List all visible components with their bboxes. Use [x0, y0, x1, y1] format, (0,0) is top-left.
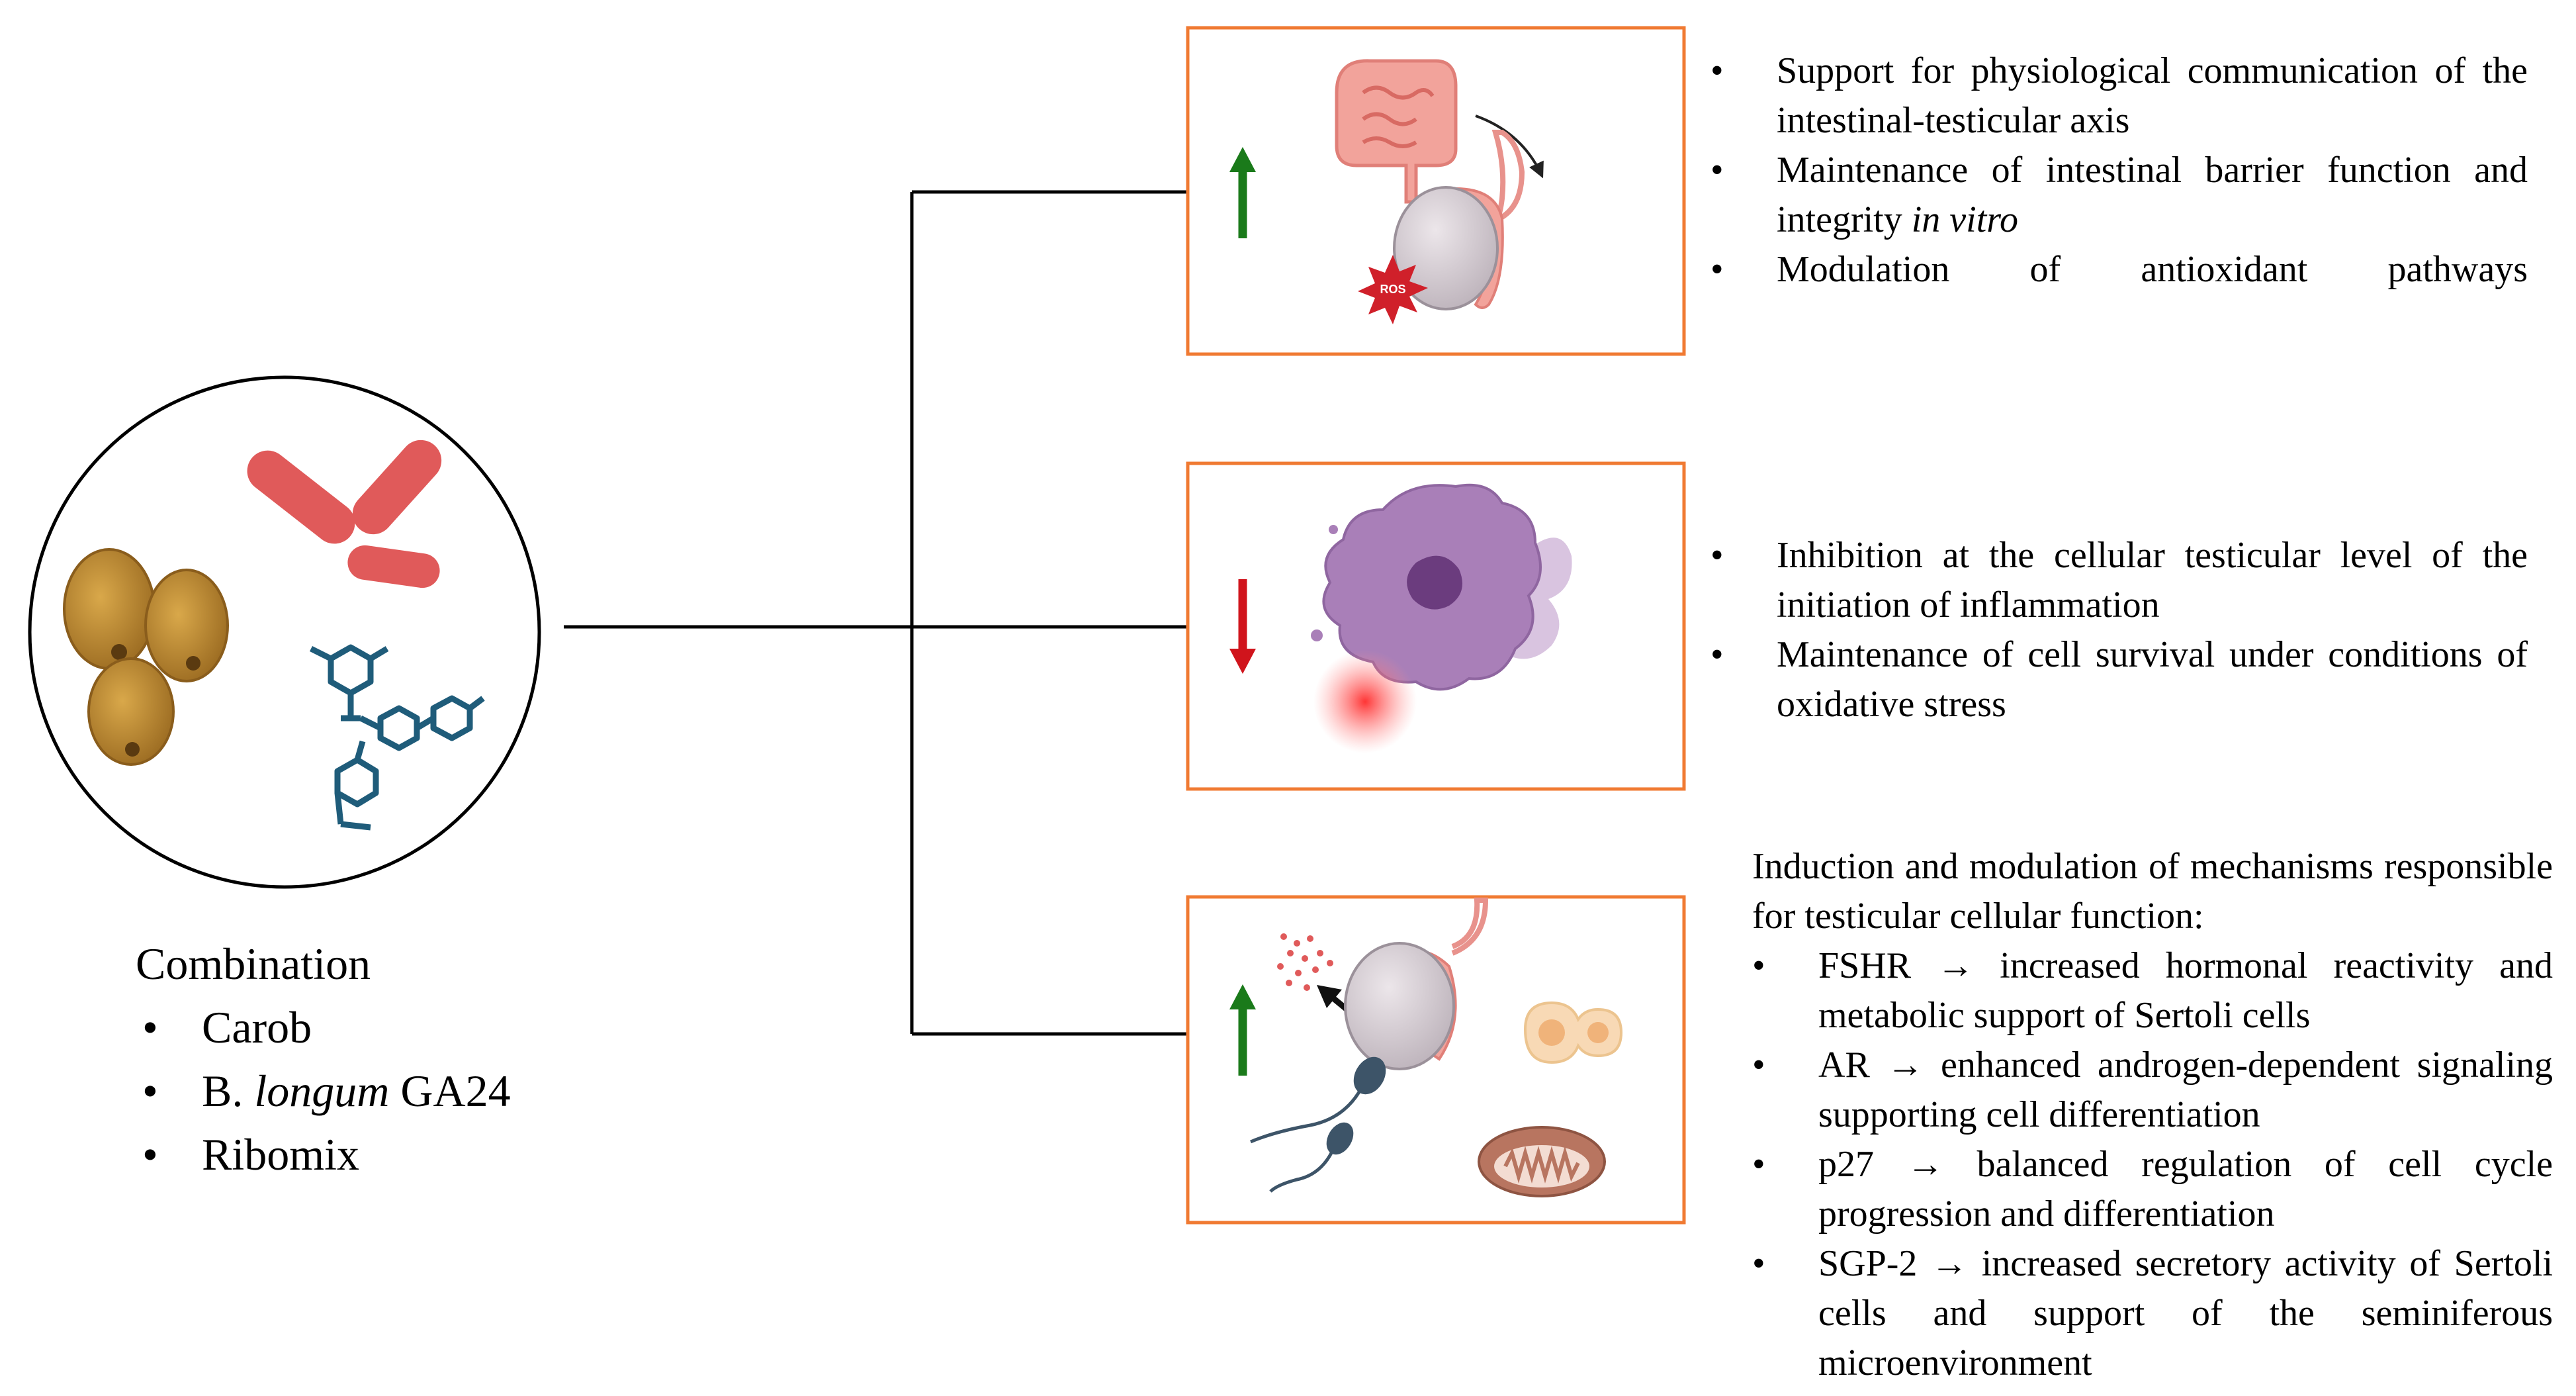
- up-arrow-icon: [1229, 984, 1256, 1076]
- carob-seed-icon: [63, 548, 229, 766]
- combination-list: Combination Carob B. longum GA24 Ribomix: [136, 932, 731, 1186]
- panel-2-effects: Inhibition at the cellular testicular le…: [1710, 531, 2528, 729]
- combination-item-ribomix: Ribomix: [136, 1123, 731, 1186]
- combination-circle: [28, 375, 541, 889]
- effect-bullet: Inhibition at the cellular testicular le…: [1710, 531, 2528, 630]
- effect-bullet: p27 → balanced regulation of cell cycle …: [1752, 1140, 2553, 1239]
- molecule-icon: [309, 644, 485, 831]
- effect-bullet: FSHR → increased hormonal reactivity and…: [1752, 941, 2553, 1041]
- panel-3-effects: Induction and modulation of mechanisms r…: [1752, 842, 2553, 1388]
- panel-2-illustration: [1186, 461, 1686, 791]
- down-arrow-icon: [1229, 579, 1256, 674]
- effect-bullet: Maintenance of cell survival under condi…: [1710, 630, 2528, 729]
- effect-bullet: SGP-2 → increased secretory activity of …: [1752, 1239, 2553, 1388]
- panel-1-illustration: ROS: [1186, 26, 1686, 356]
- panel-3-intro: Induction and modulation of mechanisms r…: [1752, 846, 2553, 937]
- ros-label: ROS: [1380, 283, 1405, 296]
- effect-bullet: AR → enhanced androgen-dependent signali…: [1752, 1041, 2553, 1140]
- panel-1-effects: Support for physiological communication …: [1710, 46, 2528, 295]
- combination-title: Combination: [136, 939, 371, 989]
- up-arrow-icon: [1229, 147, 1256, 238]
- mitochondrion-icon: [1478, 1126, 1606, 1197]
- combination-item-b-longum: B. longum GA24: [136, 1059, 731, 1123]
- dividing-cell-icon: [1523, 1001, 1623, 1064]
- testis-icon: [1393, 130, 1525, 310]
- panel-3-illustration: [1186, 895, 1686, 1225]
- combination-item-carob: Carob: [136, 996, 731, 1059]
- bacteria-icon: [247, 440, 442, 588]
- effect-bullet: Maintenance of intestinal barrier functi…: [1710, 146, 2528, 245]
- hormone-particles-icon: [1277, 933, 1333, 991]
- intestine-icon: [1335, 59, 1458, 204]
- connector-lines: [564, 190, 1188, 1036]
- macrophage-icon: [1311, 483, 1572, 691]
- effect-bullet: Modulation of antioxidant pathways: [1710, 245, 2528, 295]
- sperm-icon: [1250, 1056, 1386, 1193]
- inflammation-glow-icon: [1313, 650, 1417, 753]
- testis-icon: [1344, 898, 1489, 1070]
- ros-burst-icon: ROS: [1358, 255, 1428, 324]
- effect-bullet: Support for physiological communication …: [1710, 46, 2528, 146]
